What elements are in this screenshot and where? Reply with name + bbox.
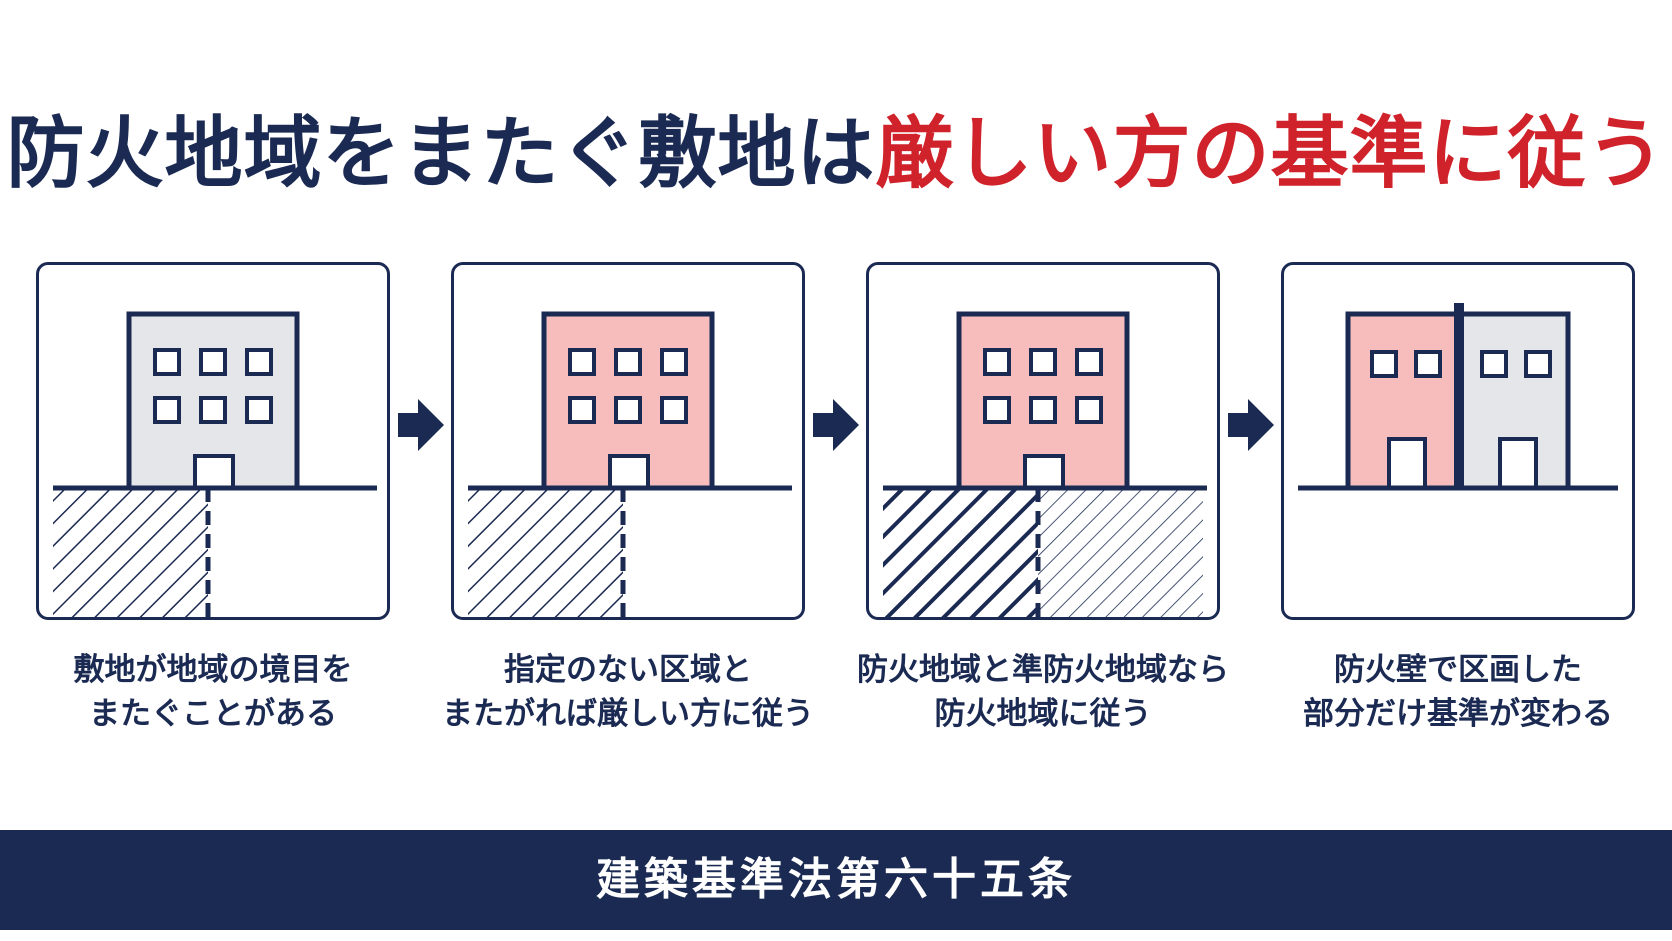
panel-1-illustration [53, 311, 377, 617]
title-normal: 防火地域をまたぐ敷地は [6, 109, 876, 199]
building-icon [126, 311, 300, 491]
panel-3 [866, 262, 1220, 620]
panel-4-illustration [1298, 303, 1618, 491]
panel-2 [451, 262, 805, 620]
caption-line: またがれば厳しい方に従う [442, 696, 814, 733]
semi-fire-zone-area [1038, 488, 1203, 617]
building-right-section [1456, 311, 1571, 491]
building-left-section [1345, 311, 1462, 491]
caption-4: 防火壁で区画した 部分だけ基準が変わる [1248, 648, 1668, 736]
footer-text: 建築基準法第六十五条 [596, 854, 1076, 905]
building-icon [956, 311, 1130, 491]
fire-zone-area [883, 488, 1038, 617]
caption-1: 敷地が地域の境目を またぐことがある [3, 648, 423, 736]
arrow-right-icon [813, 399, 859, 451]
caption-3: 防火地域と準防火地域なら 防火地域に従う [833, 648, 1253, 736]
zone-hatched-area [53, 488, 208, 617]
title-accent: 厳しい方の基準に従う [875, 109, 1666, 199]
caption-line: 防火壁で区画した [1334, 652, 1582, 688]
building-icon [541, 311, 715, 491]
panel-3-illustration [883, 311, 1207, 617]
caption-line: 部分だけ基準が変わる [1303, 696, 1613, 733]
caption-line: 防火地域に従う [934, 696, 1152, 733]
arrow-right-icon [398, 399, 444, 451]
fire-wall [1454, 303, 1464, 488]
caption-line: 防火地域と準防火地域なら [857, 652, 1229, 688]
page-title: 防火地域をまたぐ敷地は厳しい方の基準に従う [0, 109, 1672, 199]
caption-line: 指定のない区域と [504, 652, 752, 688]
panel-1 [36, 262, 390, 620]
arrow-right-icon [1228, 399, 1274, 451]
caption-2: 指定のない区域と またがれば厳しい方に従う [418, 648, 838, 736]
zone-hatched-area [468, 488, 623, 617]
caption-line: またぐことがある [89, 696, 337, 733]
footer-banner: 建築基準法第六十五条 [0, 830, 1672, 930]
caption-line: 敷地が地域の境目を [73, 652, 353, 688]
panel-2-illustration [468, 311, 792, 617]
panel-4 [1281, 262, 1635, 620]
